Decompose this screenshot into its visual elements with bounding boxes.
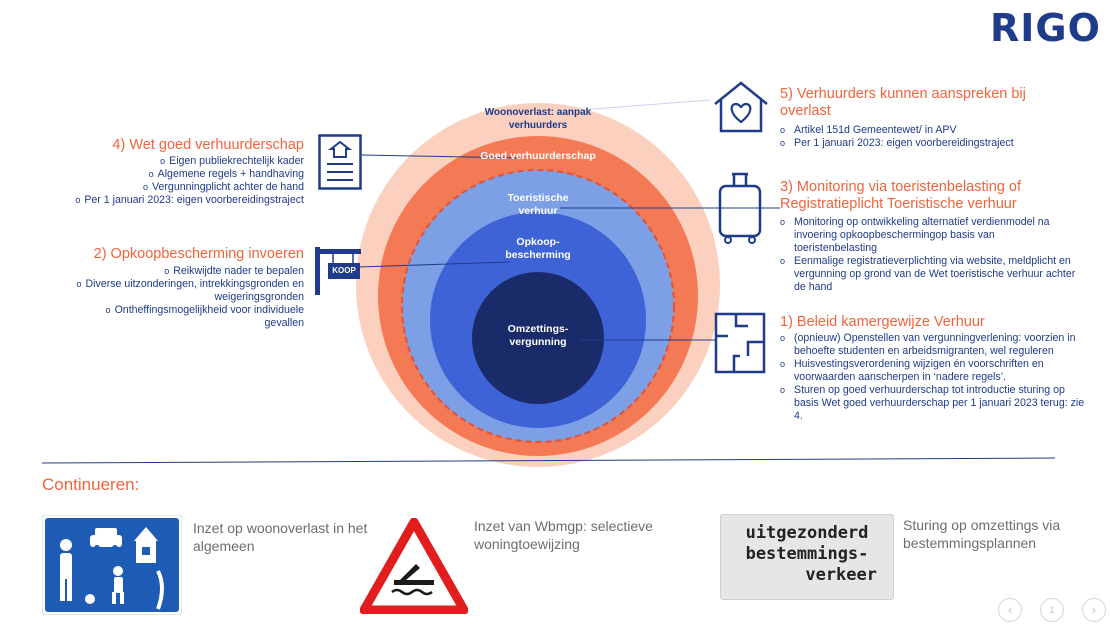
ring-label-goed: Goed verhuurderschap <box>480 150 596 162</box>
connector-s4 <box>361 154 521 159</box>
floorplan-icon <box>714 312 766 374</box>
section-1-list: o(opnieuw) Openstellen van vergunningver… <box>780 332 1085 423</box>
continueren-item-2-text: Inzet van Wbmgp: selectieve woningtoewij… <box>474 518 653 552</box>
section-5-title: 5) Verhuurders kunnen aanspreken bij ove… <box>780 86 1026 119</box>
next-page-button[interactable]: › <box>1082 598 1106 622</box>
document-icon <box>318 134 362 190</box>
sign-line-1: uitgezonderd <box>745 523 869 543</box>
house-heart-icon <box>714 81 768 133</box>
prev-page-button[interactable]: ‹ <box>998 598 1022 622</box>
divider <box>41 457 1056 464</box>
ring-omzettings <box>472 272 604 404</box>
section-1-title: 1) Beleid kamergewijze Verhuur <box>780 314 985 330</box>
bestemmingsverkeer-sign: uitgezonderd bestemmings- verkeer <box>720 514 894 600</box>
ring-label-omzettings: Omzettings-vergunning <box>507 323 569 348</box>
continueren-item-3-text: Sturing op omzettings via bestemmingspla… <box>903 517 1061 551</box>
sign-line-3: verkeer <box>805 565 877 585</box>
rigo-logo: RIGO <box>990 6 1101 50</box>
list-item: o(opnieuw) Openstellen van vergunningver… <box>780 332 1076 357</box>
section-4-title: 4) Wet goed verhuurderschap <box>112 137 304 153</box>
ring-label-toeristische: Toeristische verhuur <box>507 192 569 217</box>
koop-sign-label: KOOP <box>332 266 356 275</box>
koop-sign-icon <box>315 247 361 295</box>
connector-s2 <box>357 261 511 268</box>
continueren-item-1-text: Inzet op woonoverlast in het algemeen <box>193 520 368 554</box>
section-2-title: 2) Opkoopbescherming invoeren <box>93 246 304 262</box>
ring-label-woonoverlast: Woonoverlast: aanpak verhuurders <box>484 107 592 131</box>
section-3-title: 3) Monitoring via toeristenbelasting of … <box>780 179 1021 212</box>
continueren-title: Continueren: <box>42 475 140 494</box>
ring-label-opkoop: Opkoop-bescherming <box>505 236 571 261</box>
warning-triangle-icon <box>360 518 468 614</box>
page-indicator: 1 <box>1040 598 1064 622</box>
sign-line-2: bestemmings- <box>745 544 869 564</box>
suitcase-icon <box>718 172 762 244</box>
woonerf-sign-icon <box>42 515 182 615</box>
connector-s5 <box>554 99 711 113</box>
